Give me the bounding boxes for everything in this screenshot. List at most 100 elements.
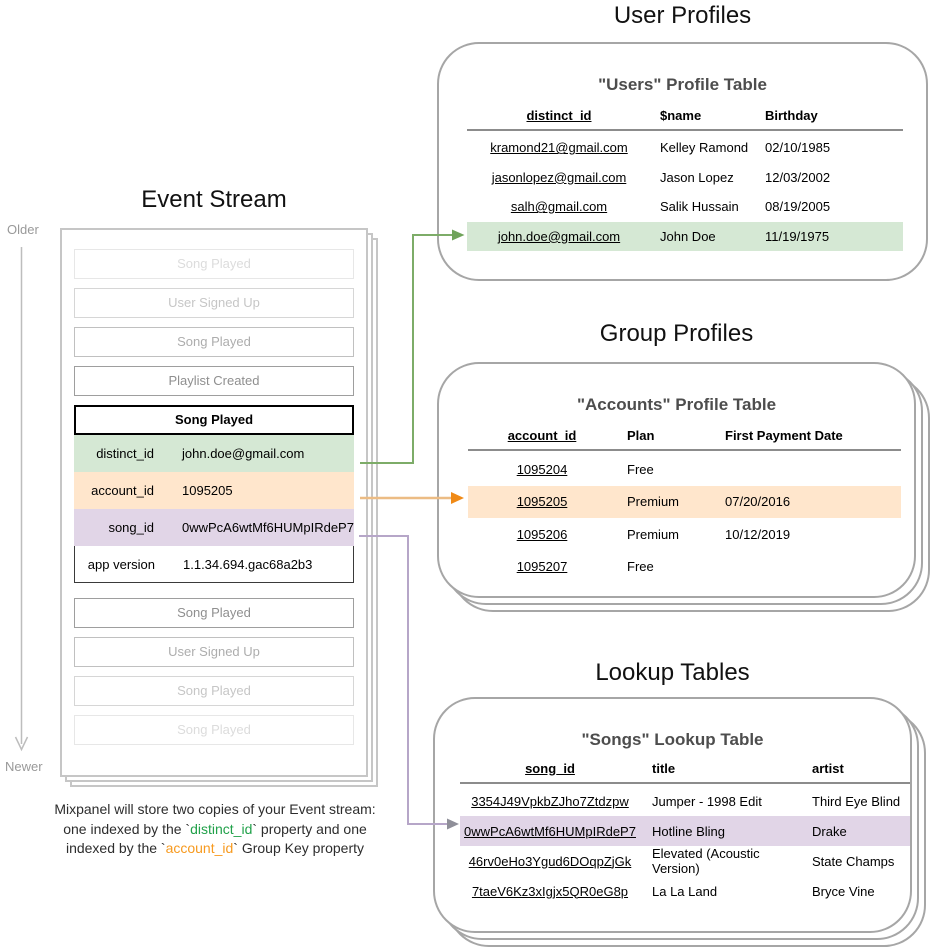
caption-line2-post: ` property and one bbox=[252, 820, 367, 837]
header-rule bbox=[468, 449, 901, 451]
cell-plan: Premium bbox=[627, 494, 680, 510]
songs-table-heading: "Songs" Lookup Table bbox=[581, 730, 764, 749]
group-profiles-card: "Accounts" Profile Table account_id Plan… bbox=[437, 362, 916, 598]
property-value: 0wwPcA6wtMf6HUMpIRdeP7 bbox=[182, 520, 354, 535]
songs-table-header: song_id title artist bbox=[460, 760, 910, 776]
cell-name: John Doe bbox=[660, 228, 716, 244]
cell-plan: Free bbox=[627, 559, 654, 575]
cell-name: Jason Lopez bbox=[660, 169, 734, 185]
table-row: 7taeV6Kz3xIgjx5QR0eG8p La La Land Bryce … bbox=[460, 876, 910, 906]
cell-account-id: 1095205 bbox=[516, 494, 568, 510]
property-row-app-version: app version 1.1.34.694.gac68a2b3 bbox=[74, 546, 354, 583]
selected-event-title: Song Played bbox=[74, 405, 354, 435]
accounts-table-heading: "Accounts" Profile Table bbox=[576, 395, 777, 414]
event-stream-title: Event Stream bbox=[141, 186, 287, 213]
property-row-account-id: account_id 1095205 bbox=[74, 472, 354, 509]
cell-title: Jumper - 1998 Edit bbox=[652, 793, 762, 809]
songs-table: song_id title artist 3354J49VpkbZJho7Ztd… bbox=[460, 760, 910, 906]
column-header-name: $name bbox=[660, 107, 702, 123]
event-row: Song Played bbox=[74, 598, 354, 628]
property-key: app version bbox=[87, 556, 155, 572]
cell-first-payment-date: 07/20/2016 bbox=[725, 494, 791, 510]
header-rule bbox=[467, 129, 903, 131]
column-header-birthday: Birthday bbox=[765, 107, 818, 123]
cell-artist: Third Eye Blind bbox=[812, 793, 901, 809]
table-row: 46rv0eHo3Ygud6DOqpZjGk Elevated (Acousti… bbox=[460, 846, 910, 876]
user-profiles-title: User Profiles bbox=[613, 2, 752, 29]
cell-title: La La Land bbox=[652, 883, 718, 899]
property-key: distinct_id bbox=[96, 446, 154, 461]
table-row: jasonlopez@gmail.com Jason Lopez 12/03/2… bbox=[467, 163, 903, 193]
table-row: 1095207 Free bbox=[468, 551, 901, 584]
column-header-account-id: account_id bbox=[507, 427, 577, 443]
column-header-first-payment-date: First Payment Date bbox=[725, 427, 843, 443]
cell-artist: Drake bbox=[812, 823, 847, 839]
cell-artist: Bryce Vine bbox=[812, 883, 875, 899]
table-row: kramond21@gmail.com Kelley Ramond 02/10/… bbox=[467, 133, 903, 163]
caption-line1: Mixpanel will store two copies of your E… bbox=[54, 801, 376, 817]
lookup-tables-title: Lookup Tables bbox=[595, 659, 750, 686]
event-row: Playlist Created bbox=[74, 366, 354, 396]
cell-name: Salik Hussain bbox=[660, 199, 739, 215]
selected-event-card: Song Played distinct_id john.doe@gmail.c… bbox=[74, 405, 354, 583]
cell-distinct-id: salh@gmail.com bbox=[510, 199, 608, 215]
property-row-song-id: song_id 0wwPcA6wtMf6HUMpIRdeP7 bbox=[74, 509, 354, 546]
newer-label: Newer bbox=[5, 759, 43, 774]
user-profiles-card: "Users" Profile Table distinct_id $name … bbox=[437, 42, 928, 281]
timeline-arrow bbox=[14, 247, 29, 752]
cell-title: Hotline Bling bbox=[652, 823, 725, 839]
cell-song-id: 46rv0eHo3Ygud6DOqpZjGk bbox=[468, 853, 632, 869]
caption-line3-pre: indexed by the ` bbox=[65, 840, 166, 856]
cell-song-id: 0wwPcA6wtMf6HUMpIRdeP7 bbox=[464, 823, 636, 839]
event-stream-box: Song Played User Signed Up Song Played P… bbox=[60, 228, 368, 777]
table-row-highlighted: john.doe@gmail.com John Doe 11/19/1975 bbox=[467, 221, 903, 251]
event-row: User Signed Up bbox=[74, 288, 354, 318]
column-header-distinct-id: distinct_id bbox=[526, 107, 592, 123]
caption: Mixpanel will store two copies of your E… bbox=[40, 800, 390, 859]
cell-song-id: 7taeV6Kz3xIgjx5QR0eG8p bbox=[471, 883, 629, 899]
cell-birthday: 12/03/2002 bbox=[765, 169, 831, 185]
cell-birthday: 08/19/2005 bbox=[765, 199, 831, 215]
event-row: Song Played bbox=[74, 715, 354, 745]
table-row: 3354J49VpkbZJho7Ztdzpw Jumper - 1998 Edi… bbox=[460, 786, 910, 816]
cell-distinct-id: john.doe@gmail.com bbox=[497, 228, 621, 244]
users-table: distinct_id $name Birthday kramond21@gma… bbox=[467, 107, 903, 251]
accounts-table: account_id Plan First Payment Date 10952… bbox=[468, 427, 901, 583]
property-value: 1095205 bbox=[182, 483, 233, 498]
property-value: john.doe@gmail.com bbox=[182, 446, 305, 461]
property-value: 1.1.34.694.gac68a2b3 bbox=[183, 556, 313, 572]
event-row: Song Played bbox=[74, 676, 354, 706]
cell-plan: Premium bbox=[627, 526, 680, 542]
event-row: Song Played bbox=[74, 249, 354, 279]
column-header-artist: artist bbox=[812, 760, 844, 776]
header-rule bbox=[460, 782, 910, 784]
table-row-highlighted: 0wwPcA6wtMf6HUMpIRdeP7 Hotline Bling Dra… bbox=[460, 816, 910, 846]
cell-distinct-id: kramond21@gmail.com bbox=[490, 140, 628, 156]
column-header-song-id: song_id bbox=[525, 760, 575, 776]
event-row: User Signed Up bbox=[74, 637, 354, 667]
caption-account-id: account_id bbox=[165, 840, 234, 856]
caption-distinct-id: distinct_id bbox=[190, 820, 253, 837]
accounts-table-header: account_id Plan First Payment Date bbox=[468, 427, 901, 443]
cell-account-id: 1095206 bbox=[516, 526, 568, 542]
cell-plan: Free bbox=[627, 461, 654, 477]
cell-birthday: 11/19/1975 bbox=[765, 228, 830, 244]
cell-name: Kelley Ramond bbox=[660, 140, 749, 156]
table-row: salh@gmail.com Salik Hussain 08/19/2005 bbox=[467, 192, 903, 222]
table-row: 1095204 Free bbox=[468, 453, 901, 486]
cell-birthday: 02/10/1985 bbox=[765, 140, 831, 156]
users-table-heading: "Users" Profile Table bbox=[598, 75, 767, 94]
column-header-title: title bbox=[652, 760, 676, 776]
cell-account-id: 1095207 bbox=[516, 559, 568, 575]
column-header-plan: Plan bbox=[627, 427, 655, 443]
caption-line3-post: ` Group Key property bbox=[233, 840, 365, 856]
property-key: account_id bbox=[91, 483, 154, 498]
users-table-header: distinct_id $name Birthday bbox=[467, 107, 903, 123]
cell-title: Elevated (Acoustic Version) bbox=[652, 846, 760, 876]
group-profiles-title: Group Profiles bbox=[599, 320, 754, 347]
cell-first-payment-date: 10/12/2019 bbox=[725, 526, 791, 542]
cell-distinct-id: jasonlopez@gmail.com bbox=[491, 169, 627, 185]
property-row-distinct-id: distinct_id john.doe@gmail.com bbox=[74, 435, 354, 472]
event-row: Song Played bbox=[74, 327, 354, 357]
